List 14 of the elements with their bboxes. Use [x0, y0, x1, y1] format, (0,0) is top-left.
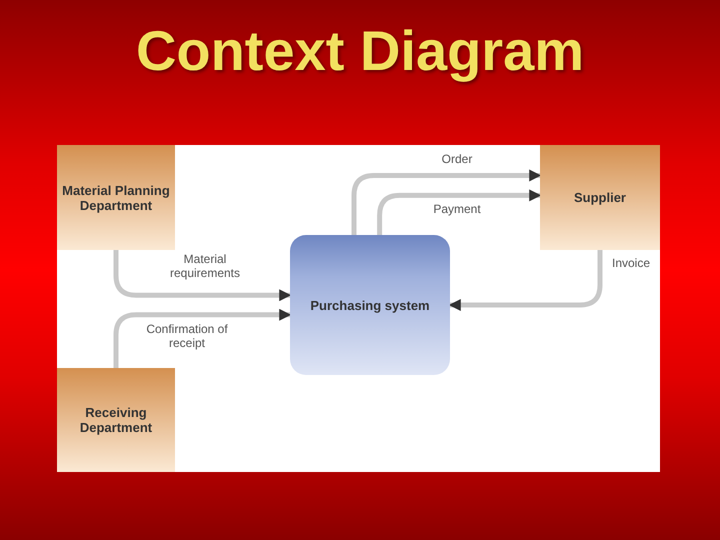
- external-entity-box: [57, 145, 175, 250]
- external-entity-box: [540, 145, 660, 250]
- process-box: [290, 235, 450, 375]
- arrow: [352, 169, 542, 235]
- arrow: [448, 250, 602, 311]
- arrow: [377, 189, 542, 235]
- title: Context Diagram: [134, 18, 586, 83]
- node-label: Receiving Department: [78, 405, 154, 435]
- node-label: Material Planning Department: [61, 182, 171, 212]
- arrow: [114, 308, 292, 368]
- arrow: [114, 250, 292, 302]
- external-entity-box: [57, 368, 175, 472]
- node-label: Purchasing system: [310, 298, 430, 312]
- node-label: Supplier: [574, 190, 626, 205]
